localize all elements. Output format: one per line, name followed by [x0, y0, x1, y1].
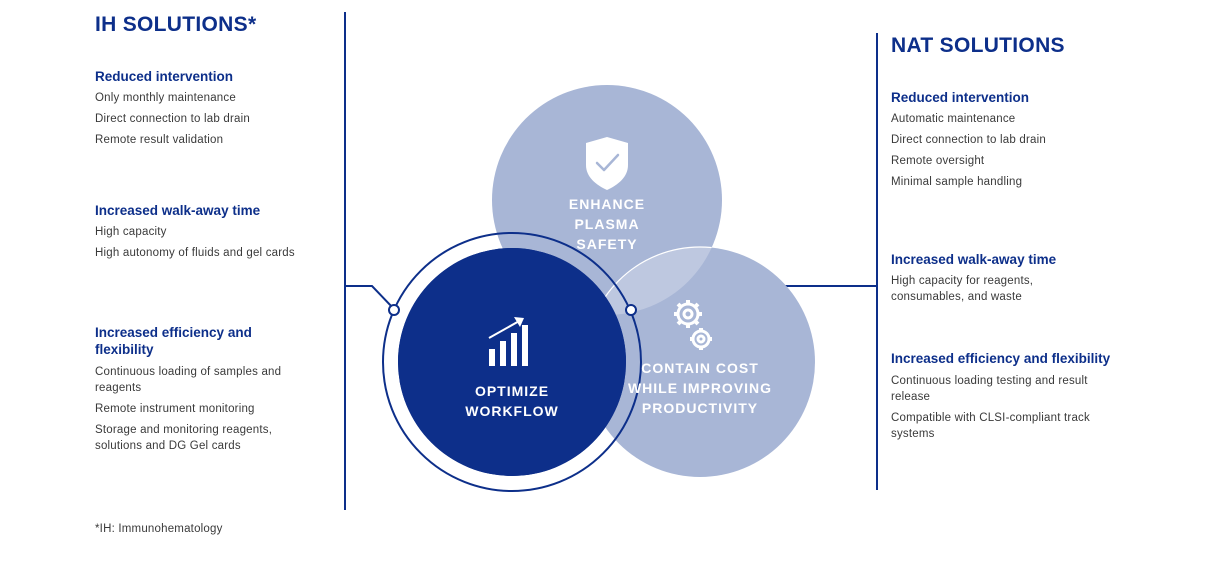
list-item: Remote result validation: [95, 134, 224, 146]
left-divider-line: [344, 12, 346, 510]
ih-solutions-title: IH SOLUTIONS*: [95, 13, 257, 36]
overlap-highlight: [585, 247, 722, 315]
ih-group-reduced-intervention: Reduced intervention Only monthly mainte…: [95, 68, 340, 153]
nat-solutions-title: NAT SOLUTIONS: [891, 34, 1065, 57]
list-item: High autonomy of fluids and gel cards: [95, 247, 295, 259]
safety-label-line3: SAFETY: [576, 236, 637, 252]
left-connector-line: [345, 285, 395, 310]
footnote: *IH: Immunohematology: [95, 523, 223, 535]
nat-group-efficiency: Increased efficiency and flexibility Con…: [891, 350, 1123, 447]
safety-label-line2: PLASMA: [574, 216, 639, 232]
list-item: High capacity for reagents, consumables,…: [891, 275, 1034, 303]
nat-group-reduced-intervention: Reduced intervention Automatic maintenan…: [891, 89, 1141, 195]
list-item: Storage and monitoring reagents, solutio…: [95, 424, 273, 452]
gears-icon: [674, 300, 712, 350]
nat-solutions-column: NAT SOLUTIONS Reduced intervention Autom…: [891, 33, 1141, 440]
safety-label-line1: ENHANCE: [569, 196, 645, 212]
cost-circle: [585, 247, 815, 477]
group-title: Increased walk-away time: [891, 252, 1057, 267]
list-item: Remote oversight: [891, 155, 985, 167]
list-item: Direct connection to lab drain: [891, 134, 1046, 146]
left-connector-dot: [388, 304, 400, 316]
list-item: Direct connection to lab drain: [95, 113, 250, 125]
group-title: Reduced intervention: [95, 69, 234, 84]
list-item: Minimal sample handling: [891, 176, 1023, 188]
group-title: Increased efficiency and flexibility: [95, 325, 252, 357]
nat-group-walk-away: Increased walk-away time High capacity f…: [891, 251, 1066, 310]
list-item: High capacity: [95, 226, 167, 238]
list-item: Continuous loading of samples and reagen…: [95, 366, 282, 394]
ih-solutions-column: IH SOLUTIONS* Reduced intervention Only …: [95, 12, 340, 452]
ih-group-efficiency: Increased efficiency and flexibility Con…: [95, 324, 310, 459]
right-divider-line: [876, 33, 878, 490]
list-item: Continuous loading testing and result re…: [891, 375, 1088, 403]
right-connector-dot: [625, 304, 637, 316]
cost-label-line1: CONTAIN COST: [641, 360, 759, 376]
group-title: Increased walk-away time: [95, 203, 261, 218]
workflow-label-line1: OPTIMIZE: [475, 383, 549, 399]
list-item: Compatible with CLSI-compliant track sys…: [891, 412, 1090, 440]
ih-group-walk-away: Increased walk-away time High capacity H…: [95, 202, 340, 266]
cost-label-line2: WHILE IMPROVING: [628, 380, 772, 396]
group-title: Increased efficiency and flexibility: [891, 351, 1111, 366]
overlap-outline: [584, 246, 722, 315]
workflow-outer-ring: [382, 232, 642, 492]
cost-label-line3: PRODUCTIVITY: [642, 400, 758, 416]
list-item: Automatic maintenance: [891, 113, 1016, 125]
list-item: Only monthly maintenance: [95, 92, 236, 104]
workflow-label-line2: WORKFLOW: [465, 403, 559, 419]
group-title: Reduced intervention: [891, 90, 1030, 105]
growth-chart-icon-front: [488, 317, 528, 366]
list-item: Remote instrument monitoring: [95, 403, 255, 415]
shield-check-icon: [586, 137, 628, 190]
